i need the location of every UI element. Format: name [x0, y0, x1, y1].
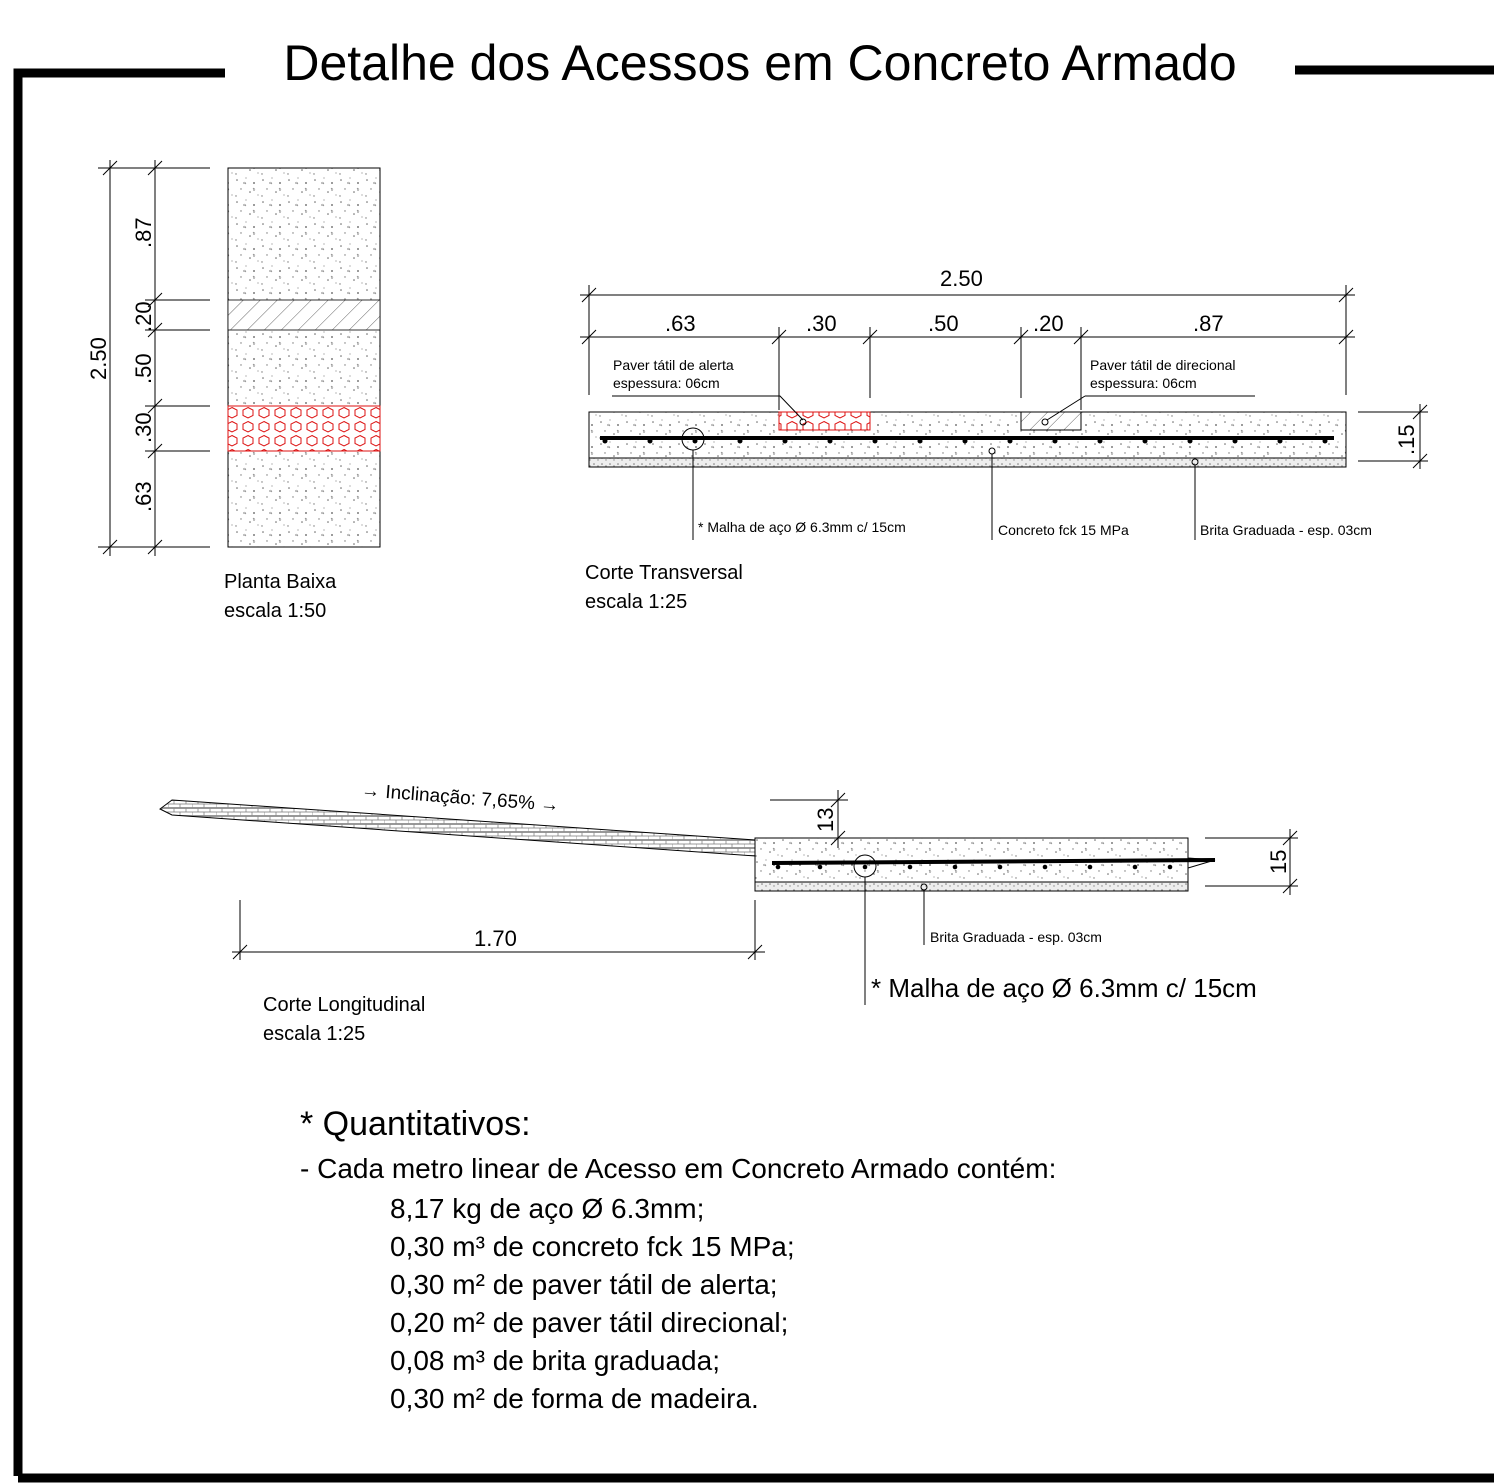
transversal-label-concreto: Concreto fck 15 MPa: [998, 522, 1129, 538]
arrow-right-icon: →: [360, 780, 381, 803]
planta-dim-63: .63: [131, 481, 156, 512]
quantitativo-item: 8,17 kg de aço Ø 6.3mm;: [390, 1193, 705, 1224]
brita-layer-longitudinal: [754, 881, 1189, 892]
quantitativos-list: 8,17 kg de aço Ø 6.3mm; 0,30 m³ de concr…: [390, 1190, 795, 1418]
longitudinal-label-brita: Brita Graduada - esp. 03cm: [930, 929, 1102, 945]
transversal-dim-63: .63: [665, 311, 696, 336]
transversal-label-alerta-1: Paver tátil de alerta: [613, 357, 734, 373]
paver-alerta-section: [778, 411, 871, 431]
planta-dim-87: .87: [131, 217, 156, 248]
transversal-scale: escala 1:25: [585, 591, 688, 613]
longitudinal-dim-height: 15: [1266, 849, 1291, 874]
transversal-caption: Corte Transversal: [585, 562, 743, 584]
corte-longitudinal: [159, 790, 1298, 1005]
planta-dim-50: .50: [131, 353, 156, 384]
arrow-right-icon: →: [539, 793, 560, 817]
paver-direcional-band: [227, 299, 381, 331]
planta-dim-30: .30: [131, 412, 156, 443]
transversal-dim-87: .87: [1193, 311, 1224, 336]
transversal-label-malha: * Malha de aço Ø 6.3mm c/ 15cm: [698, 519, 906, 535]
transversal-dim-50: .50: [928, 311, 959, 336]
drawing-title: Detalhe dos Acessos em Concreto Armado: [225, 28, 1295, 98]
corte-transversal: [580, 285, 1428, 540]
transversal-dim-20: .20: [1033, 311, 1064, 336]
quantitativo-item: 0,30 m² de paver tátil de alerta;: [390, 1269, 778, 1300]
transversal-label-alerta-2: espessura: 06cm: [613, 375, 720, 391]
planta-caption: Planta Baixa: [224, 571, 337, 593]
quantitativo-item: 0,20 m² de paver tátil direcional;: [390, 1307, 789, 1338]
planta-baixa: [98, 160, 381, 556]
longitudinal-label-malha: * Malha de aço Ø 6.3mm c/ 15cm: [871, 973, 1257, 1003]
quantitativo-item: 0,30 m² de forma de madeira.: [390, 1383, 759, 1414]
planta-scale: escala 1:50: [224, 600, 327, 622]
longitudinal-dim-length: 1.70: [474, 926, 517, 951]
planta-dim-total: 2.50: [86, 337, 111, 380]
longitudinal-dim-step: 13: [813, 807, 838, 832]
longitudinal-scale: escala 1:25: [263, 1023, 366, 1045]
quantitativo-item: 0,30 m³ de concreto fck 15 MPa;: [390, 1231, 795, 1262]
quantitativos-heading: * Quantitativos:: [300, 1105, 531, 1143]
ramp: [159, 799, 756, 857]
brita-layer-transversal: [588, 457, 1347, 468]
transversal-label-brita: Brita Graduada - esp. 03cm: [1200, 522, 1372, 538]
transversal-dim-total: 2.50: [940, 266, 983, 291]
quantitativo-item: 0,08 m³ de brita graduada;: [390, 1345, 720, 1376]
transversal-dim-30: .30: [806, 311, 837, 336]
steel-mesh-longitudinal: [771, 858, 1216, 865]
sheet-frame: [13, 65, 1494, 1476]
paver-direcional-section: [1020, 411, 1082, 431]
longitudinal-caption: Corte Longitudinal: [263, 994, 426, 1016]
paver-alerta-band: [227, 405, 381, 452]
quantitativos-intro: - Cada metro linear de Acesso em Concret…: [300, 1153, 1057, 1184]
transversal-label-direcional-2: espessura: 06cm: [1090, 375, 1197, 391]
planta-dim-20: .20: [131, 301, 156, 332]
transversal-dim-height: .15: [1394, 424, 1419, 455]
transversal-label-direcional-1: Paver tátil de direcional: [1090, 357, 1236, 373]
